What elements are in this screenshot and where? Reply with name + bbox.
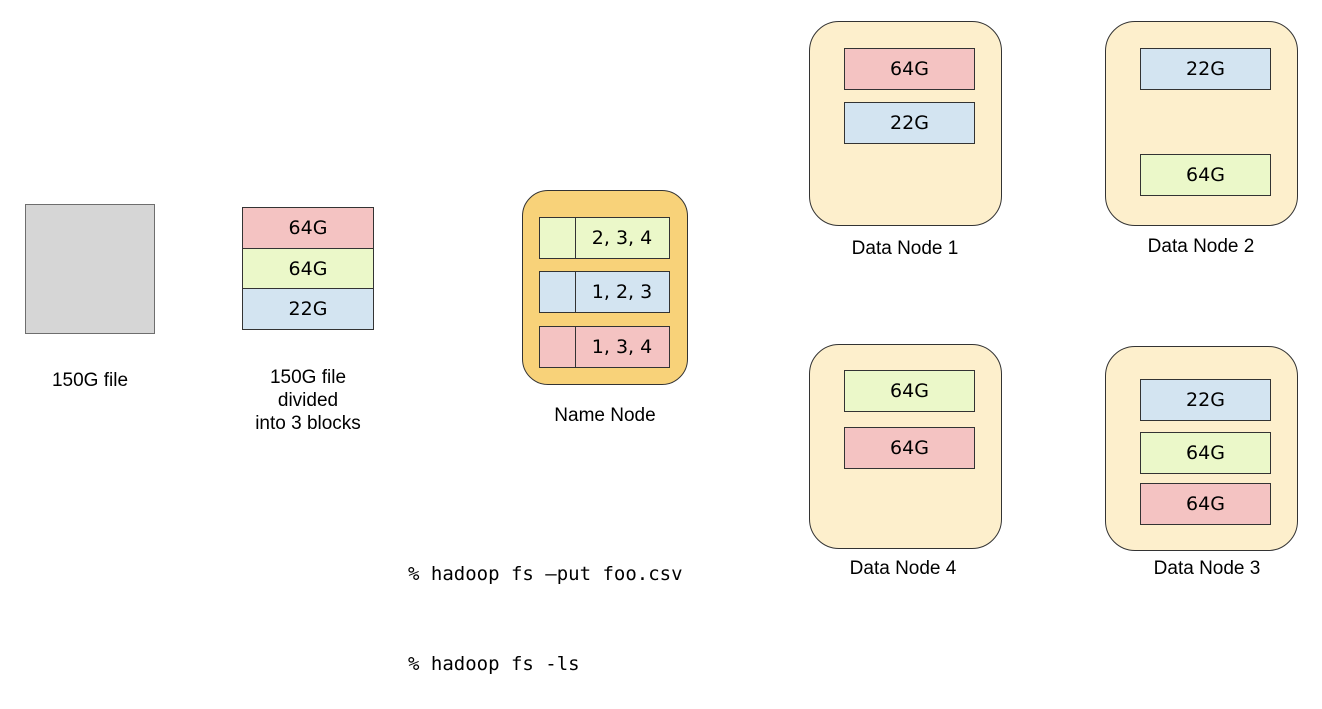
command-line-put: % hadoop fs –put foo.csv [408,563,683,585]
split-label-line: divided [277,390,339,411]
data-node-4-label: Data Node 4 [849,558,957,579]
data-block-green: 64G [844,370,975,412]
data-block-red: 64G [844,427,975,469]
block-22g-blue: 22G [242,288,374,330]
node-list: 2, 3, 4 [574,217,670,259]
data-block-green: 64G [1140,154,1271,196]
node-list: 1, 2, 3 [574,271,670,313]
block-stack: 64G 64G 22G [242,207,374,330]
name-node-entry: 1, 2, 3 [539,271,670,313]
command-line-ls: % hadoop fs -ls [408,653,580,675]
data-node-4: 64G 64G [809,344,1002,549]
block-swatch-green [539,217,576,259]
data-block-green: 64G [1140,432,1271,474]
data-node-2: 22G 64G [1105,21,1298,226]
data-node-1-label: Data Node 1 [851,238,959,259]
data-block-red: 64G [844,48,975,90]
file-square [25,204,155,334]
block-swatch-blue [539,271,576,313]
data-block-blue: 22G [1140,379,1271,421]
command-lines: % hadoop fs –put foo.csv % hadoop fs -ls [408,499,683,709]
name-node-label: Name Node [554,405,656,426]
data-block-blue: 22G [1140,48,1271,90]
data-node-3-label: Data Node 3 [1153,558,1261,579]
data-node-2-label: Data Node 2 [1147,236,1255,257]
block-64g-green: 64G [242,247,374,290]
data-block-blue: 22G [844,102,975,144]
name-node-entry: 2, 3, 4 [539,217,670,259]
data-node-1: 64G 22G [809,21,1002,226]
block-64g-red: 64G [242,207,374,249]
split-label-line: into 3 blocks [255,413,361,434]
data-node-3: 22G 64G 64G [1105,346,1298,551]
split-label-line: 150G file [269,367,347,388]
file-label: 150G file [51,370,129,391]
node-list: 1, 3, 4 [574,326,670,368]
block-swatch-red [539,326,576,368]
name-node-entry: 1, 3, 4 [539,326,670,368]
name-node: 2, 3, 4 1, 2, 3 1, 3, 4 [522,190,688,385]
split-label: 150G file divided into 3 blocks [228,366,388,435]
data-block-red: 64G [1140,483,1271,525]
